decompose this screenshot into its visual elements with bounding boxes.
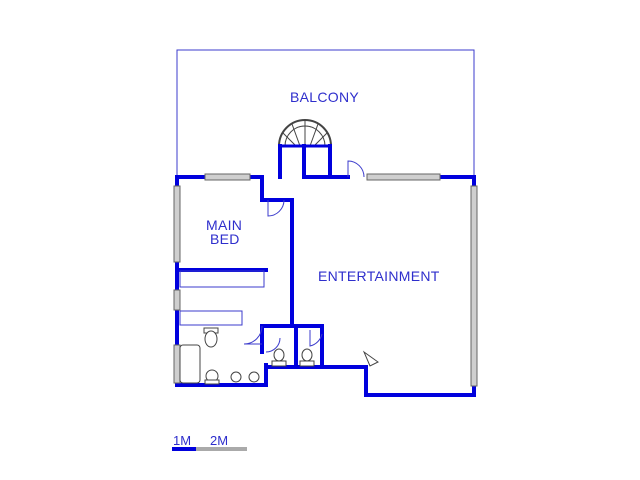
door-swings — [243, 160, 365, 353]
walls — [175, 144, 476, 397]
bathtub — [179, 344, 201, 384]
ensuite-toilet-1 — [273, 348, 285, 362]
basin-1 — [230, 371, 242, 383]
bathroom-fixtures — [179, 327, 315, 385]
thin-walls — [179, 270, 265, 326]
spiral-staircase — [278, 119, 332, 148]
toilet-bowl — [204, 330, 218, 348]
balcony-outline — [176, 49, 475, 176]
scale-label-1m: 1M — [173, 433, 192, 448]
room-label-balcony: BALCONY — [290, 89, 360, 105]
room-label-main-bed-1: MAIN — [206, 217, 243, 233]
room-label-entertainment: ENTERTAINMENT — [318, 268, 440, 284]
ensuite-toilet-2 — [301, 348, 313, 362]
corner-fixture — [362, 350, 379, 367]
basin-2 — [248, 371, 260, 383]
scale-label-2m: 2M — [210, 433, 229, 448]
windows — [173, 173, 478, 387]
room-label-main-bed-2: BED — [210, 231, 240, 247]
